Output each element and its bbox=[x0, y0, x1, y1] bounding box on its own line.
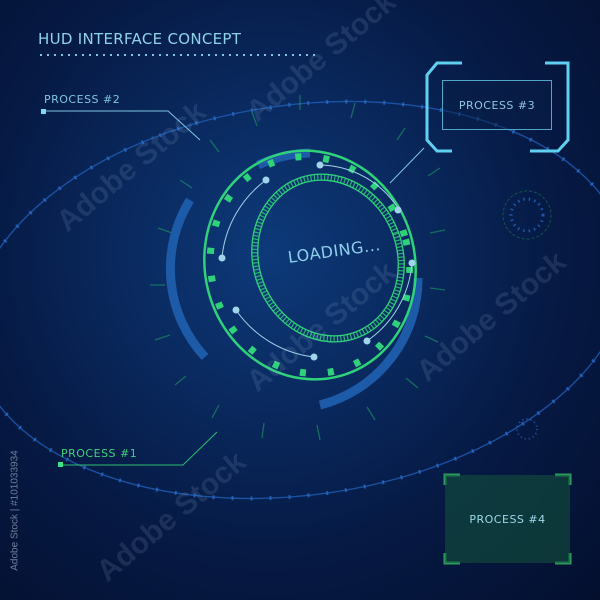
small-dot-ring bbox=[516, 418, 538, 440]
orbit-arc bbox=[0, 99, 600, 501]
small-gear-widget bbox=[502, 190, 552, 240]
hatched-ring bbox=[251, 173, 405, 343]
process-2-connector bbox=[41, 109, 201, 141]
watermark-vertical: Adobe Stock | #101033934 bbox=[9, 450, 21, 571]
page-title: HUD INTERFACE CONCEPT bbox=[38, 30, 242, 48]
gear-ring bbox=[203, 149, 417, 381]
process-4-label: PROCESS #4 bbox=[469, 512, 546, 526]
process-3-label: PROCESS #3 bbox=[458, 98, 536, 112]
radial-ticks bbox=[150, 95, 446, 441]
blue-arcs bbox=[165, 148, 423, 410]
node-arcs bbox=[221, 164, 413, 358]
process-2-label[interactable]: PROCESS #2 bbox=[44, 93, 121, 106]
process-3-bracket bbox=[425, 61, 570, 153]
process-3-box[interactable]: PROCESS #3 bbox=[442, 80, 552, 130]
process-3-connector bbox=[389, 147, 425, 184]
process-1-connector bbox=[58, 431, 218, 467]
process-4-box[interactable]: PROCESS #4 bbox=[445, 475, 570, 563]
node-dots bbox=[218, 161, 416, 361]
process-1-label[interactable]: PROCESS #1 bbox=[61, 447, 138, 460]
